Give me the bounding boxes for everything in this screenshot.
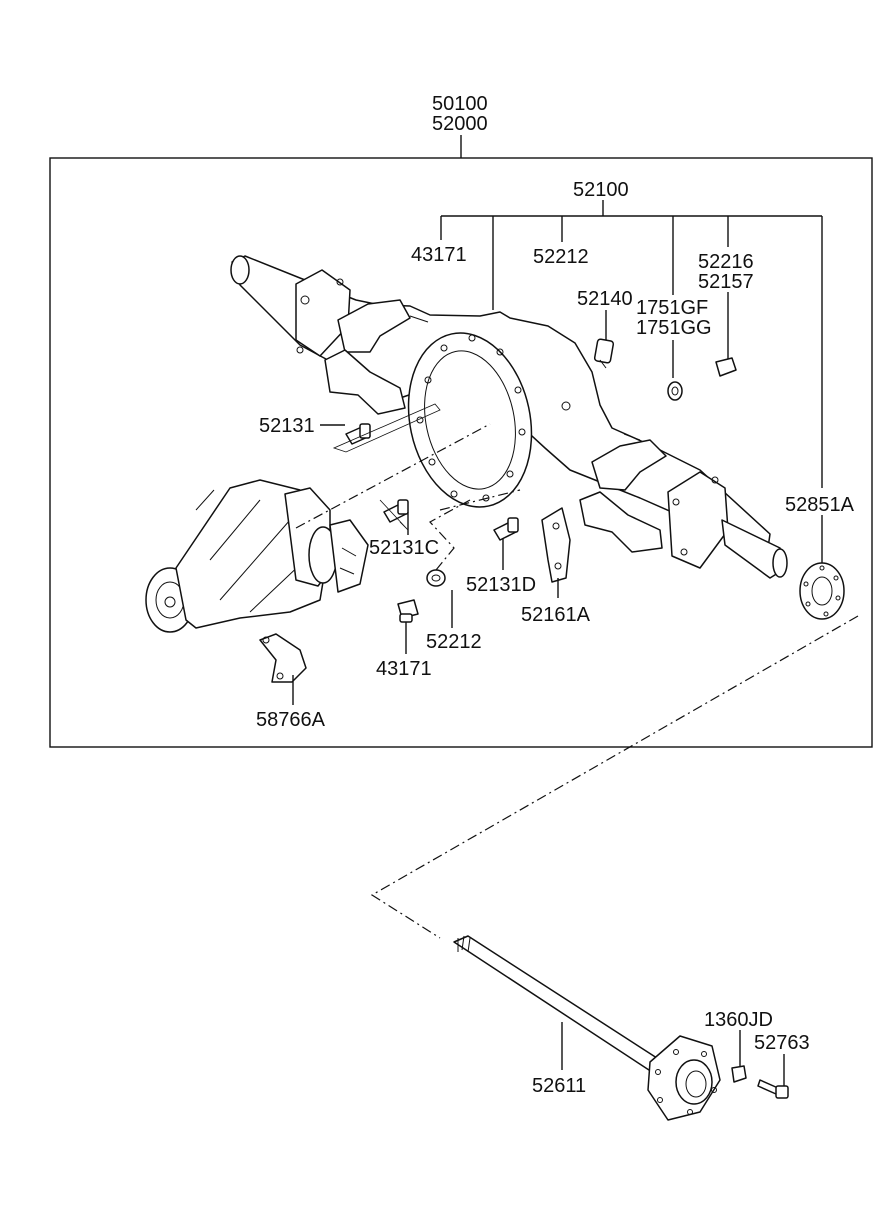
label-bracket: 52161A	[521, 604, 591, 626]
stud-d-icon	[493, 517, 519, 541]
label-stud-d: 52131D	[466, 574, 536, 596]
label-backing-plate: 52851A	[785, 494, 855, 516]
label-washer-bottom: 52212	[426, 631, 482, 653]
label-axle-shaft: 52611	[532, 1075, 586, 1097]
nut-icon	[715, 357, 737, 377]
label-washer-top: 52212	[533, 246, 589, 268]
label-stud-c: 52131C	[369, 537, 439, 559]
label-mount-bracket: 58766A	[256, 709, 326, 731]
label-plug-bottom: 43171	[376, 658, 432, 680]
label-plug-left: 43171	[411, 244, 467, 266]
label-nut-52157: 52157	[698, 271, 754, 293]
label-bolt-gf: 1751GF	[636, 297, 708, 319]
backing-plate-icon	[799, 562, 845, 620]
label-bolt-gg: 1751GG	[636, 317, 712, 339]
mount-bracket-icon	[259, 633, 307, 683]
label-bearing-retainer: 1360JD	[704, 1009, 773, 1031]
breather-icon	[593, 338, 615, 369]
label-nut-52216: 52216	[698, 251, 754, 273]
axle-housing-icon	[230, 255, 788, 579]
label-assembly-bottom: 52000	[432, 113, 488, 135]
stud-icon	[332, 403, 441, 453]
axle-shaft-icon	[453, 935, 721, 1121]
differential-carrier-icon	[145, 479, 369, 633]
washer-icon	[667, 381, 683, 401]
hub-bolt-icon	[757, 1079, 789, 1099]
label-assembly-top: 50100	[432, 93, 488, 115]
bracket-icon	[541, 507, 571, 583]
label-breather: 52140	[577, 288, 633, 310]
washer-bottom-icon	[426, 569, 446, 587]
retainer-nut-icon	[731, 1065, 747, 1083]
label-hub-bolt: 52763	[754, 1032, 810, 1054]
housing-leader-tree	[440, 200, 823, 565]
stud-c-icon	[379, 499, 409, 531]
plug-icon	[397, 599, 419, 623]
label-stud: 52131	[259, 415, 315, 437]
label-housing: 52100	[573, 179, 629, 201]
